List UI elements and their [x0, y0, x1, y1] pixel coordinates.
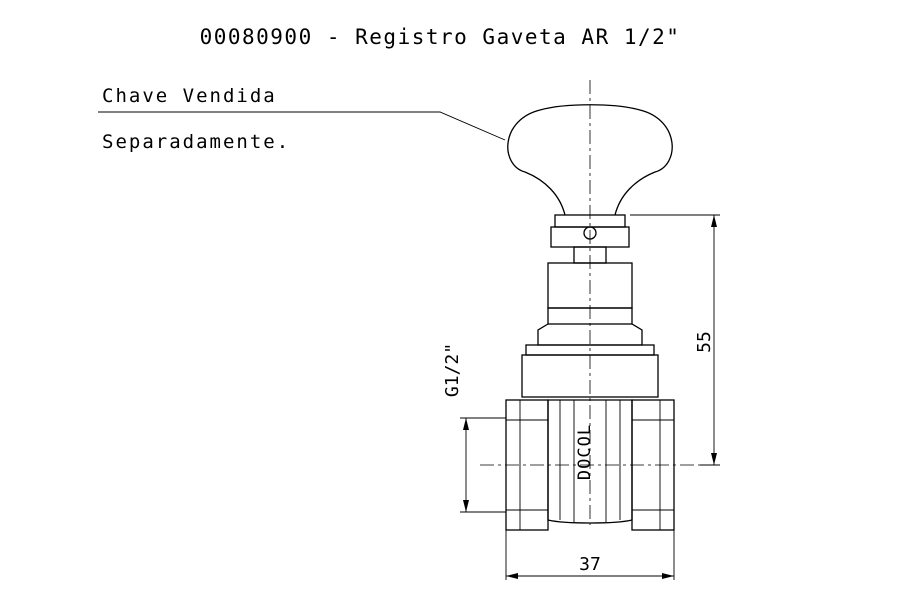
drawing-title: 00080900 - Registro Gaveta AR 1/2" [200, 25, 681, 49]
dimension-width: 37 [505, 530, 675, 580]
note-line-1: Chave Vendida [102, 85, 277, 107]
dimension-thread-label: G1/2" [442, 343, 463, 397]
valve-bonnet [521, 246, 659, 398]
brand-label: DOCOL [575, 424, 595, 480]
dimension-thread: G1/2" [442, 343, 506, 513]
dimension-height: 55 [630, 214, 720, 466]
note-line-2: Separadamente. [102, 131, 290, 153]
dimension-width-label: 37 [579, 554, 601, 575]
dimension-height-label: 55 [694, 331, 715, 353]
note-leader-line [98, 111, 506, 141]
valve-body: DOCOL [505, 399, 675, 531]
